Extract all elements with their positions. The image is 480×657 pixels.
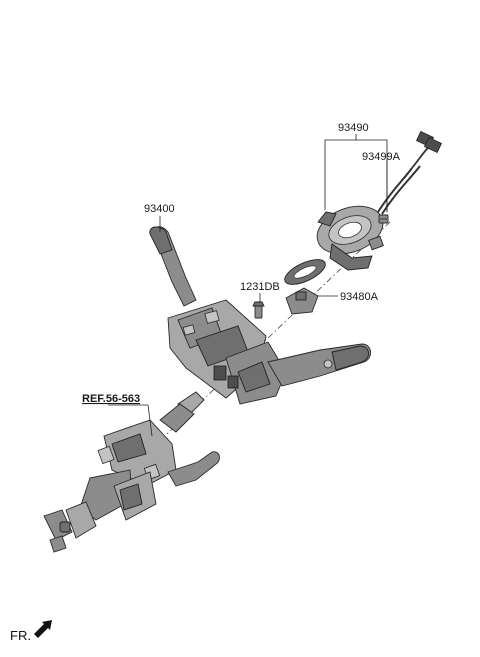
sensor-part xyxy=(284,259,326,315)
callout-93490: 93490 xyxy=(338,122,369,134)
callout-93400: 93400 xyxy=(144,203,175,215)
callout-93499a: 93499A xyxy=(362,151,401,163)
screw-part xyxy=(252,301,265,319)
steering-column-part xyxy=(43,391,220,553)
callout-ref-56-563: REF.56-563 xyxy=(82,393,140,405)
callout-1231db: 1231DB xyxy=(240,281,280,293)
front-marker-label: FR. xyxy=(10,628,31,643)
leader-ref-down xyxy=(147,404,153,437)
clock-spring-screw-part xyxy=(378,214,389,224)
switch-assembly-part xyxy=(149,226,371,405)
callout-93480a: 93480A xyxy=(340,291,379,303)
front-arrow-icon xyxy=(34,620,52,638)
wire-harness-part xyxy=(377,130,442,215)
clock-spring-part xyxy=(316,205,384,271)
